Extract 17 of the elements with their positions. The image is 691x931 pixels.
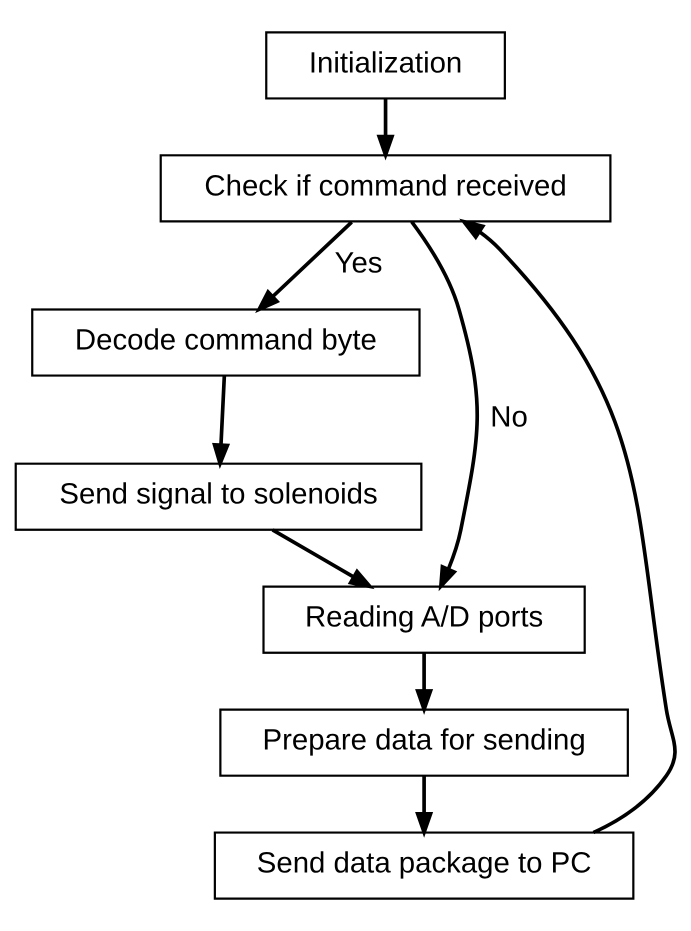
arrow: [212, 376, 230, 470]
arrow: [255, 220, 353, 314]
arrow: [415, 776, 434, 838]
arrow: [415, 652, 434, 715]
node-box: Initialization: [265, 31, 506, 100]
node-box: Reading A/D ports: [262, 586, 586, 654]
arrow: [376, 98, 395, 161]
arrow: [410, 220, 479, 592]
node-box: Decode command byte: [31, 308, 421, 377]
arrow: [459, 218, 677, 834]
node-box: Send signal to solenoids: [14, 462, 422, 531]
edge-label: No: [490, 400, 528, 434]
node-box: Prepare data for sending: [219, 708, 629, 777]
node-box: Check if command received: [160, 154, 612, 222]
node-box: Send data package to PC: [214, 831, 634, 900]
edge-label: Yes: [334, 246, 382, 280]
arrow: [272, 528, 375, 590]
